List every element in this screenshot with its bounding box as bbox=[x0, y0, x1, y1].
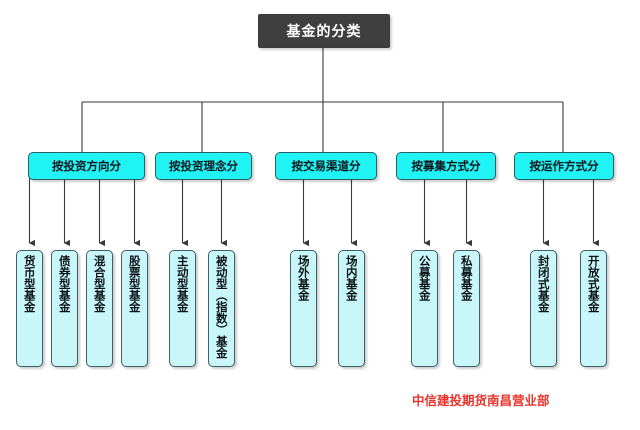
root-node-label: 基金的分类 bbox=[286, 24, 362, 40]
leaf-node-label: 混合型基金 bbox=[92, 255, 107, 313]
leaf-node-active-fund[interactable]: 主动型基金 bbox=[169, 250, 196, 367]
leaf-node-label: 场外基金 bbox=[296, 255, 311, 301]
leaf-node-open-end-fund[interactable]: 开放式基金 bbox=[580, 250, 607, 367]
leaf-node-label: 股票型基金 bbox=[127, 255, 142, 313]
leaf-node-label: 封闭式基金 bbox=[536, 255, 551, 313]
category-node-operation-method[interactable]: 按运作方式分 bbox=[514, 152, 614, 180]
root-node-fund-classification[interactable]: 基金的分类 bbox=[258, 14, 390, 48]
leaf-node-label: 公募基金 bbox=[417, 255, 432, 301]
watermark-text: 中信建投期货南昌营业部 bbox=[412, 393, 550, 408]
leaf-node-public-fund[interactable]: 公募基金 bbox=[411, 250, 438, 367]
category-node-label: 按运作方式分 bbox=[529, 159, 599, 173]
leaf-node-bond-fund[interactable]: 债券型基金 bbox=[51, 250, 78, 367]
category-node-fundraising-method[interactable]: 按募集方式分 bbox=[396, 152, 496, 180]
leaf-node-label: 私募基金 bbox=[459, 255, 474, 301]
leaf-node-closed-end-fund[interactable]: 封闭式基金 bbox=[530, 250, 557, 367]
leaf-node-private-fund[interactable]: 私募基金 bbox=[453, 250, 480, 367]
leaf-node-money-market-fund[interactable]: 货币型基金 bbox=[16, 250, 43, 367]
leaf-node-passive-index-fund[interactable]: 被动型（指数）基金 bbox=[208, 250, 235, 367]
leaf-node-label: 货币型基金 bbox=[22, 255, 37, 313]
leaf-node-label: 债券型基金 bbox=[57, 255, 72, 313]
leaf-node-equity-fund[interactable]: 股票型基金 bbox=[121, 250, 148, 367]
category-node-label: 按投资方向分 bbox=[52, 159, 121, 173]
leaf-node-label: 被动型（指数）基金 bbox=[214, 255, 229, 359]
category-node-investment-philosophy[interactable]: 按投资理念分 bbox=[155, 152, 252, 180]
category-node-label: 按投资理念分 bbox=[169, 159, 238, 173]
leaf-node-hybrid-fund[interactable]: 混合型基金 bbox=[86, 250, 113, 367]
leaf-node-label: 主动型基金 bbox=[175, 255, 190, 313]
leaf-node-label: 开放式基金 bbox=[586, 255, 601, 313]
category-node-label: 按募集方式分 bbox=[411, 159, 481, 173]
category-node-label: 按交易渠道分 bbox=[291, 159, 361, 173]
category-node-investment-direction[interactable]: 按投资方向分 bbox=[28, 152, 145, 180]
category-node-trading-channel[interactable]: 按交易渠道分 bbox=[275, 152, 377, 180]
leaf-node-label: 场内基金 bbox=[344, 255, 359, 301]
leaf-node-otc-fund[interactable]: 场外基金 bbox=[290, 250, 317, 367]
leaf-node-exchange-traded-fund[interactable]: 场内基金 bbox=[338, 250, 365, 367]
